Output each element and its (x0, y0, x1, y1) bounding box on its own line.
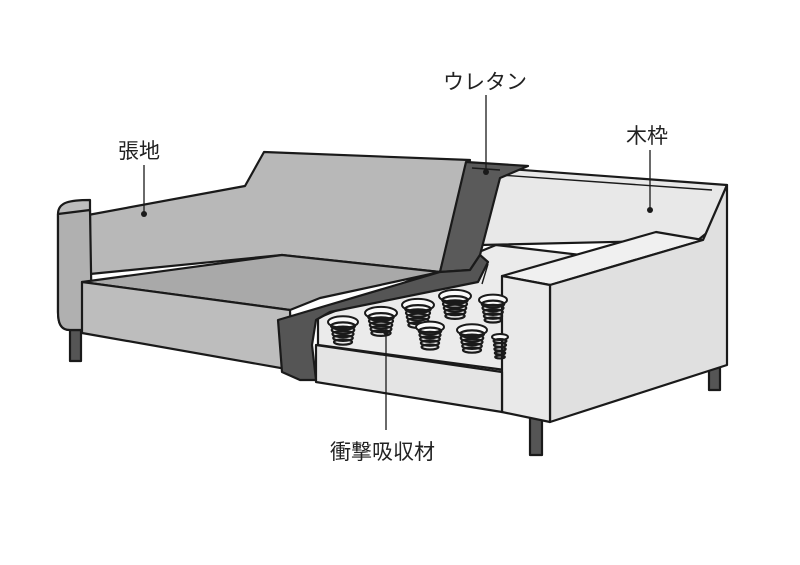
label-urethane: ウレタン (443, 70, 527, 94)
label-upholstery: 張地 (118, 139, 160, 163)
leader-dot-upholstery (141, 211, 147, 217)
spring-coil (438, 288, 472, 320)
urethane-seat (276, 253, 490, 382)
leader-lines (141, 95, 653, 430)
label-wood-frame: 木枠 (626, 124, 668, 148)
leader-dot-wood-frame (647, 207, 653, 213)
wood-frame (314, 166, 729, 424)
spring-coil (415, 320, 445, 351)
frame-arm-front (500, 274, 552, 424)
frame-seat-front (314, 343, 504, 414)
springs (327, 288, 509, 360)
labels: 張地 ウレタン 木枠 衝撃吸収材 (118, 70, 668, 464)
upholstery (56, 150, 472, 372)
label-shock-absorber: 衝撃吸収材 (330, 440, 435, 464)
spring-coil (478, 293, 508, 324)
spring-coil (364, 305, 398, 337)
urethane-layer (276, 160, 530, 382)
sofa-legs (68, 323, 722, 457)
spring-coil (456, 323, 488, 354)
spring-coil (327, 315, 359, 346)
leader-dot-urethane (483, 169, 489, 175)
spring-coil (491, 332, 509, 360)
frame-back (478, 166, 729, 247)
leader-dot-shock-absorber (383, 329, 389, 335)
